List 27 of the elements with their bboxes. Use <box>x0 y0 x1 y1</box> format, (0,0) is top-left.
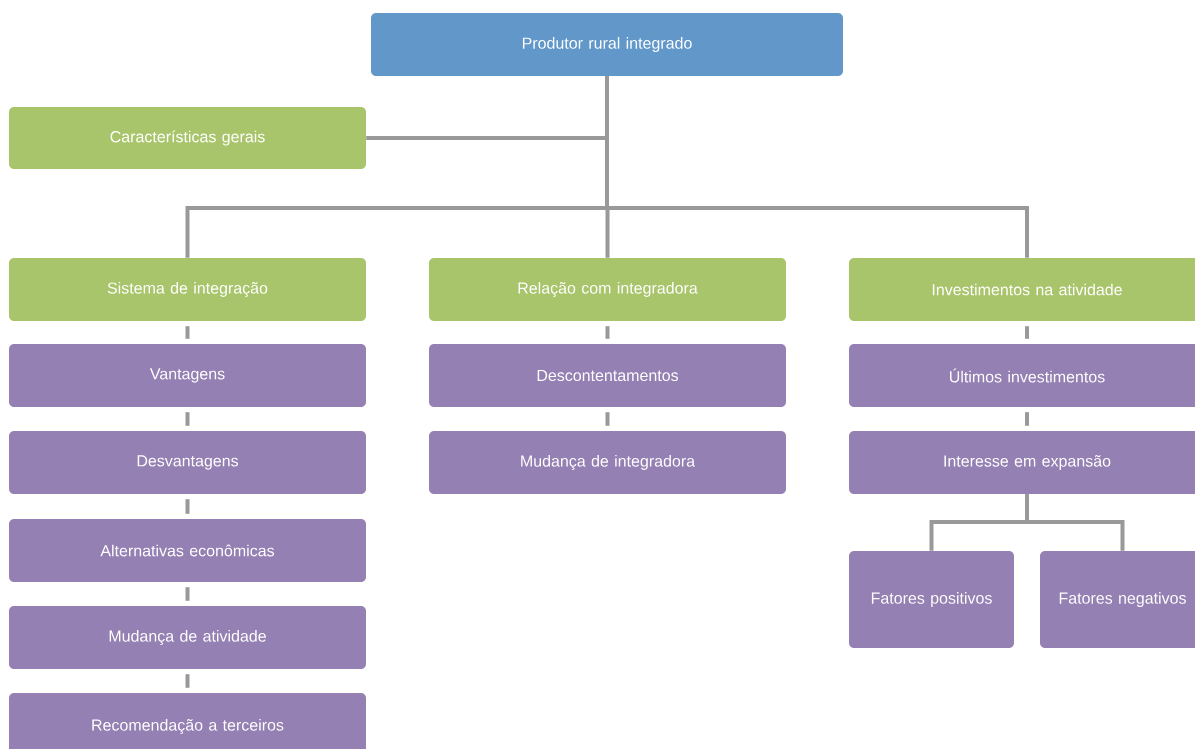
connector-line <box>1025 494 1125 551</box>
connector-line <box>605 326 610 339</box>
topic-box: Fatores negativos <box>1040 551 1195 648</box>
connector-line <box>605 412 610 426</box>
topic-box: Fatores positivos <box>849 551 1014 648</box>
category-box: Sistema de integração <box>9 258 366 321</box>
topic-box: Mudança de integradora <box>429 431 786 494</box>
topic-box: Descontentamentos <box>429 344 786 407</box>
category-box: Investimentos na atividade <box>849 258 1195 321</box>
connector-line <box>185 499 190 514</box>
topic-box: Recomendação a terceiros <box>9 693 366 749</box>
connector-line <box>185 412 190 426</box>
topic-box: Mudança de atividade <box>9 606 366 669</box>
connector-line <box>1025 412 1029 426</box>
topic-box: Alternativas econômicas <box>9 519 366 582</box>
connector-line <box>185 326 190 339</box>
topic-box: Desvantagens <box>9 431 366 494</box>
category-box: Características gerais <box>9 107 366 169</box>
category-box: Relação com integradora <box>429 258 786 321</box>
connector-line <box>185 674 190 688</box>
connector-line <box>1025 326 1029 339</box>
topic-box: Interesse em expansão <box>849 431 1195 494</box>
connector-line <box>185 587 190 601</box>
connector-line <box>605 76 1029 258</box>
topic-box: Vantagens <box>9 344 366 407</box>
topic-box: Últimos investimentos <box>849 344 1195 407</box>
root-box: Produtor rural integrado <box>371 13 843 76</box>
